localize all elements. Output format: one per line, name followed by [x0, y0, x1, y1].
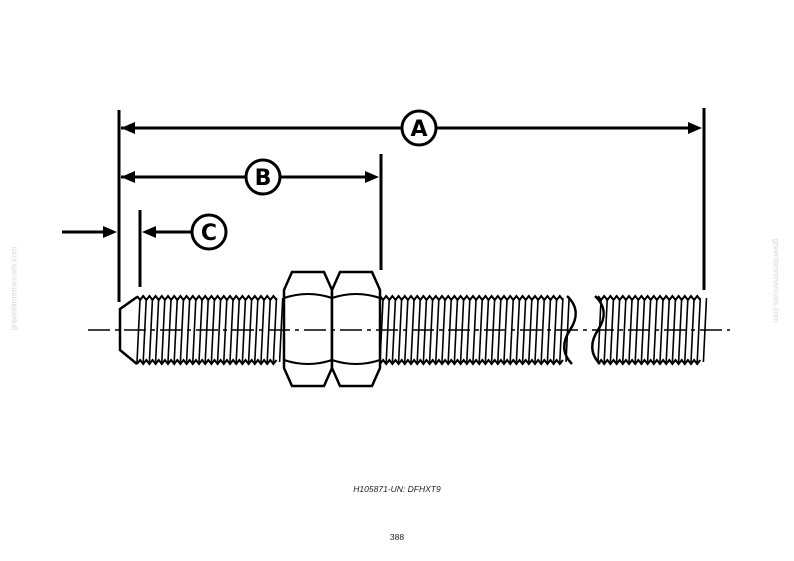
dimension-c	[62, 226, 192, 238]
callout-b-label: B	[255, 166, 272, 191]
callout-a: A	[400, 109, 438, 147]
callout-c-label: C	[201, 221, 217, 246]
page-number: 388	[389, 532, 405, 542]
hex-nut-right	[330, 270, 382, 388]
thread-section-right	[597, 294, 708, 366]
hex-nut-left	[282, 270, 334, 388]
callout-c: C	[190, 213, 228, 251]
dimension-a	[121, 122, 702, 134]
threaded-stud	[118, 294, 708, 366]
dimension-b	[121, 171, 379, 183]
figure-id: H105871-UN: DFHXT9	[353, 484, 441, 494]
callout-a-label: A	[410, 117, 427, 142]
stud-chamfer-tip	[118, 295, 138, 365]
callout-b: B	[244, 158, 282, 196]
